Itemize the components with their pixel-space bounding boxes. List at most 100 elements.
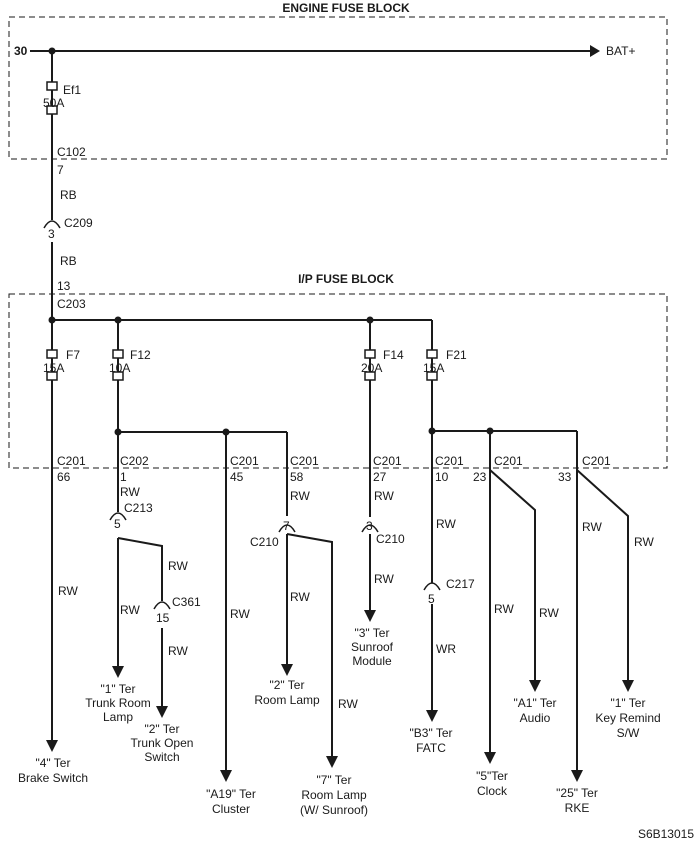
sunroof-module-label: "3" Ter Sunroof Module <box>351 626 394 668</box>
c201-45-name: C201 <box>230 454 259 468</box>
rke-label: "25" Ter RKE <box>556 786 598 815</box>
trunk-room-lamp-line3: Lamp <box>103 710 133 724</box>
room-lamp-arrow-icon <box>281 664 293 676</box>
sunroof-module-line2: Sunroof <box>351 640 394 654</box>
clock-line1: "5"Ter <box>476 769 508 783</box>
room-lamp-sunroof-wire <box>286 533 333 758</box>
c201-23-pin: 23 <box>473 470 487 484</box>
room-lamp-sunroof-line2: Room Lamp <box>301 788 367 802</box>
brake-switch-arrow-icon <box>46 740 58 752</box>
trunk-open-switch-line1: "2" Ter <box>145 722 180 736</box>
trunk-open-switch-line3: Switch <box>144 750 179 764</box>
key-remind-arrow-icon <box>622 680 634 692</box>
clock-line2: Clock <box>477 784 508 798</box>
wire-color-rb-1: RB <box>60 188 77 202</box>
room-lamp-sunroof-label: "7" Ter Room Lamp (W/ Sunroof) <box>300 773 368 817</box>
rke-line2: RKE <box>565 801 590 815</box>
fatc-arrow-icon <box>426 710 438 722</box>
audio-label: "A1" Ter Audio <box>514 696 557 725</box>
audio-arrow-icon <box>529 680 541 692</box>
room-lamp-sunroof-arrow-icon <box>326 756 338 768</box>
cluster-label: "A19" Ter Cluster <box>206 787 256 816</box>
f21-name: F21 <box>446 348 467 362</box>
c361-connector-icon <box>153 601 171 610</box>
wire-color-rw-sunroof-2: RW <box>374 572 394 586</box>
f7-name: F7 <box>66 348 80 362</box>
c201-27-name: C201 <box>373 454 402 468</box>
sunroof-module-line1: "3" Ter <box>355 626 390 640</box>
c210-a-name: C210 <box>250 535 279 549</box>
ip-fuse-block-title: I/P FUSE BLOCK <box>298 272 394 286</box>
c202-1-pin: 1 <box>120 470 127 484</box>
f21-branch-dot-1 <box>428 427 436 435</box>
wire-color-rb-2: RB <box>60 254 77 268</box>
f7-rating: 15A <box>43 361 64 375</box>
trunk-open-switch-arrow-icon <box>156 706 168 718</box>
c210-a-connector-icon <box>278 524 296 533</box>
brake-switch-line2: Brake Switch <box>18 771 88 785</box>
f21-rating: 15A <box>423 361 444 375</box>
cluster-line2: Cluster <box>212 802 250 816</box>
c201-58-name: C201 <box>290 454 319 468</box>
brake-switch-label: "4" Ter Brake Switch <box>18 756 88 785</box>
c213-connector-icon <box>109 512 127 521</box>
f12-fuse-icon <box>112 349 124 359</box>
rke-arrow-icon <box>571 770 583 782</box>
c201-45-pin: 45 <box>230 470 244 484</box>
clock-arrow-icon <box>484 752 496 764</box>
c201-58-pin: 58 <box>290 470 304 484</box>
ip-fuse-block-box <box>8 293 668 469</box>
c102-pin: 7 <box>57 163 64 177</box>
c203-name: C203 <box>57 297 86 311</box>
ef1-rating: 50A <box>43 96 64 110</box>
audio-wire <box>489 469 536 680</box>
c361-name: C361 <box>172 595 201 609</box>
wire-color-rw-room-lamp-2: RW <box>290 590 310 604</box>
trunk-room-lamp-arrow-icon <box>112 666 124 678</box>
c202-1-name: C202 <box>120 454 149 468</box>
room-lamp-sunroof-line1: "7" Ter <box>317 773 352 787</box>
wire-color-rw-brake: RW <box>58 584 78 598</box>
room-lamp-line2: Room Lamp <box>254 693 320 707</box>
trunk-room-lamp-label: "1" Ter Trunk Room Lamp <box>85 682 151 724</box>
room-lamp-label: "2" Ter Room Lamp <box>254 678 320 707</box>
c201-27-pin: 27 <box>373 470 387 484</box>
c210-b-pin: 3 <box>366 519 373 533</box>
wire-color-rw-cluster: RW <box>230 607 250 621</box>
engine-fuse-block-box <box>8 16 668 160</box>
c361-pin: 15 <box>156 611 170 625</box>
c209-name: C209 <box>64 216 93 230</box>
c201-33-pin: 33 <box>558 470 572 484</box>
c201-10-pin: 10 <box>435 470 449 484</box>
wire-color-rw-rke: RW <box>582 520 602 534</box>
rke-line1: "25" Ter <box>556 786 598 800</box>
c210-b-name: C210 <box>376 532 405 546</box>
c210-a-pin: 7 <box>283 519 290 533</box>
wire-color-rw-trunk-open-2: RW <box>168 644 188 658</box>
wire-color-rw-sunroof: RW <box>374 489 394 503</box>
f12-name: F12 <box>130 348 151 362</box>
f12-branch-dot-1 <box>114 428 122 436</box>
bat-plus-label: BAT+ <box>606 44 635 58</box>
c201-10-name: C201 <box>435 454 464 468</box>
c203-pin: 13 <box>57 279 71 293</box>
wire-color-rw-room-lamp: RW <box>290 489 310 503</box>
engine-fuse-block-title: ENGINE FUSE BLOCK <box>282 1 410 15</box>
trunk-room-lamp-line1: "1" Ter <box>101 682 136 696</box>
wire-color-rw-sunroof-lamp: RW <box>338 697 358 711</box>
c210-b-connector-icon <box>361 524 379 533</box>
fatc-line2: FATC <box>416 741 446 755</box>
trunk-branch-wire <box>117 537 163 601</box>
trunk-room-lamp-line2: Trunk Room <box>85 696 151 710</box>
fatc-line1: "B3" Ter <box>410 726 453 740</box>
c209-connector-icon <box>43 220 61 229</box>
key-remind-line3: S/W <box>617 726 640 740</box>
audio-line2: Audio <box>520 711 551 725</box>
c213-pin: 5 <box>114 517 121 531</box>
ef1-fuse-icon <box>46 81 58 91</box>
clock-label: "5"Ter Clock <box>476 769 508 798</box>
cluster-line1: "A19" Ter <box>206 787 256 801</box>
c201-66-pin: 66 <box>57 470 71 484</box>
wire-color-rw-trunk-lamp: RW <box>120 603 140 617</box>
